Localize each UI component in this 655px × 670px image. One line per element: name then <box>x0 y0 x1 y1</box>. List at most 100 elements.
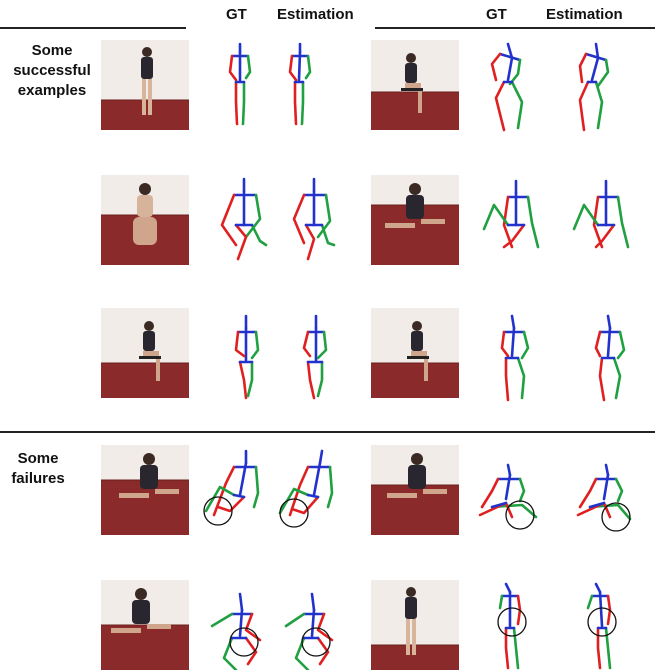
photo-failure-3 <box>101 580 189 670</box>
pose-gt-3-bone-6 <box>252 225 266 245</box>
header-estimation-left: Estimation <box>277 6 354 23</box>
pose-gt-9-bone-4 <box>246 614 260 640</box>
header-gt-left: GT <box>226 6 247 23</box>
pose-gt-6-bone-4 <box>522 332 528 358</box>
pose-est-6-bone-4 <box>618 332 624 358</box>
pose-est-9-bone-3 <box>286 614 304 626</box>
pose-est-4 <box>574 175 634 265</box>
pose-est-6-bone-0 <box>608 316 610 328</box>
pose-gt-5-bone-6 <box>248 362 252 396</box>
pose-est-2-bone-6 <box>596 82 602 128</box>
pose-gt-10-error-circle <box>498 608 526 636</box>
pose-gt-8-bone-0 <box>508 465 510 475</box>
pose-est-5-bone-6 <box>318 362 322 396</box>
pose-gt-3-bone-5 <box>236 225 246 259</box>
pose-est-6-bone-3 <box>596 332 600 356</box>
pose-gt-1-bone-3 <box>230 56 236 80</box>
pose-gt-7-bone-6 <box>218 497 244 511</box>
photo-example-6 <box>371 308 459 398</box>
pose-est-7 <box>276 445 336 535</box>
photo-failure-4 <box>371 580 459 670</box>
pose-gt-10-bone-6 <box>514 628 518 668</box>
pose-gt-8 <box>472 445 532 535</box>
pose-gt-5-bone-5 <box>240 362 246 398</box>
pose-est-1 <box>272 40 332 130</box>
header-estimation-right: Estimation <box>546 6 623 23</box>
pose-est-8-bone-3 <box>580 479 596 507</box>
pose-est-3-bone-6 <box>322 225 334 245</box>
pose-est-3-bone-3 <box>294 195 304 243</box>
pose-gt-5 <box>218 310 278 400</box>
photo-failure-2 <box>371 445 459 535</box>
pose-gt-6-bone-5 <box>506 358 508 400</box>
pose-est-5-bone-4 <box>318 332 326 358</box>
pose-est-8-bone-4 <box>616 479 622 501</box>
pose-est-5 <box>286 310 346 400</box>
pose-gt-6-bone-6 <box>518 358 524 398</box>
pose-est-7-bone-0 <box>320 451 322 463</box>
pose-gt-8-bone-3 <box>482 479 498 507</box>
pose-est-6 <box>578 310 638 400</box>
pose-gt-7-bone-7 <box>234 495 244 497</box>
pose-est-6-bone-5 <box>600 358 604 400</box>
pose-est-10-bone-3 <box>588 596 592 608</box>
pose-gt-1-bone-6 <box>243 82 244 124</box>
pose-gt-4-bone-4 <box>528 197 538 247</box>
photo-example-4 <box>371 175 459 265</box>
section-label-failure: Some failures <box>6 449 70 489</box>
pose-est-2-bone-4 <box>598 60 608 86</box>
pose-est-2 <box>562 40 622 130</box>
pose-gt-9 <box>206 580 266 670</box>
pose-est-5-bone-3 <box>304 332 310 356</box>
pose-gt-10-bone-0 <box>506 584 510 592</box>
pose-est-10 <box>578 578 638 668</box>
pose-gt-5-bone-4 <box>252 332 258 358</box>
photo-example-3 <box>101 175 189 265</box>
pose-est-9-bone-4 <box>318 614 332 640</box>
pose-est-6-bone-6 <box>614 358 620 398</box>
pose-est-5-bone-5 <box>308 362 314 398</box>
pose-gt-7 <box>200 445 260 535</box>
section-divider <box>0 431 655 433</box>
pose-est-1-bone-3 <box>290 56 296 80</box>
pose-gt-6-bone-3 <box>502 332 508 356</box>
pose-gt-10-bone-5 <box>506 628 508 668</box>
pose-est-1-bone-6 <box>302 82 303 124</box>
pose-gt-7-bone-4 <box>254 467 258 507</box>
pose-gt-1 <box>212 40 272 130</box>
photo-failure-1 <box>101 445 189 535</box>
pose-gt-1-bone-5 <box>236 82 237 124</box>
pose-est-9-bone-0 <box>312 594 314 610</box>
photo-example-2 <box>371 40 459 130</box>
pose-gt-5-bone-3 <box>236 332 244 356</box>
pose-gt-9-bone-0 <box>240 594 242 610</box>
pose-gt-2-bone-2 <box>508 58 512 80</box>
pose-est-1-bone-5 <box>295 82 296 124</box>
pose-gt-6-bone-0 <box>512 316 514 328</box>
pose-gt-10-bone-3 <box>500 596 502 608</box>
pose-est-4-bone-4 <box>618 197 628 247</box>
photo-example-1 <box>101 40 189 130</box>
pose-est-2-bone-5 <box>580 82 588 130</box>
pose-gt-2 <box>478 40 538 130</box>
pose-est-3 <box>286 175 346 265</box>
pose-gt-2-bone-3 <box>492 54 500 80</box>
pose-gt-9-error-circle <box>230 628 258 656</box>
header-line-left <box>0 27 186 29</box>
pose-gt-9-bone-3 <box>212 614 232 626</box>
pose-est-2-bone-2 <box>592 58 598 80</box>
header-line-right <box>375 27 655 29</box>
pose-est-10-bone-0 <box>596 584 600 592</box>
pose-gt-2-bone-6 <box>512 82 522 128</box>
pose-est-8 <box>572 445 632 535</box>
pose-est-7-bone-4 <box>328 467 332 507</box>
pose-gt-3 <box>216 175 276 265</box>
header-gt-right: GT <box>486 6 507 23</box>
pose-est-9 <box>282 580 342 670</box>
pose-est-9-error-circle <box>302 628 330 656</box>
section-label-success: Some successful examples <box>6 41 98 101</box>
pose-gt-3-bone-4 <box>246 195 260 237</box>
pose-gt-1-bone-4 <box>246 56 250 78</box>
photo-example-5 <box>101 308 189 398</box>
pose-est-2-bone-3 <box>580 54 586 82</box>
